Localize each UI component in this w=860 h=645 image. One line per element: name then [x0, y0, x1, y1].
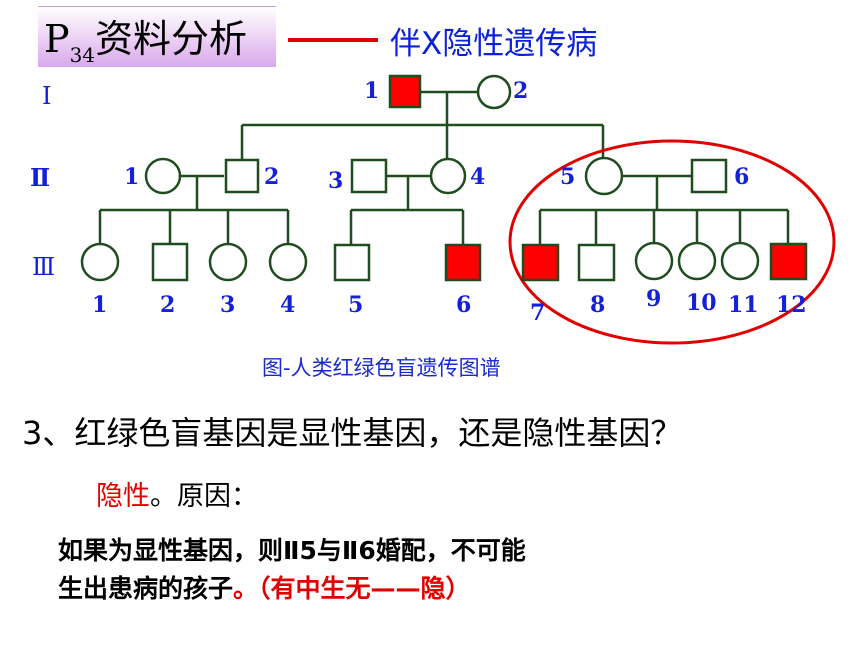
individual-ii6-male — [690, 158, 728, 194]
label-ii6: 6 — [734, 164, 749, 190]
individual-iii1-female — [80, 242, 120, 282]
reason-line-2: 生出患病的孩子。（有中生无——隐） — [58, 570, 526, 608]
label-iii12: 12 — [776, 292, 807, 318]
page-title: P34资料分析 — [44, 16, 248, 67]
generation-label-iii: Ⅲ — [32, 253, 55, 281]
disease-type-subtitle: 伴X隐性遗传病 — [390, 26, 598, 62]
label-iii4: 4 — [280, 292, 295, 318]
label-iii6: 6 — [456, 292, 471, 318]
label-i2: 2 — [513, 78, 528, 104]
individual-iii2-male — [151, 242, 189, 282]
individual-iii7-affected-male — [521, 243, 560, 282]
individual-ii1-female — [144, 157, 182, 195]
label-ii5: 5 — [560, 164, 575, 190]
generation-label-i: Ⅰ — [42, 82, 51, 110]
individual-iii9-female — [634, 241, 674, 281]
individual-iii8-male — [577, 243, 616, 282]
label-ii2: 2 — [264, 164, 279, 190]
individual-ii4-female — [429, 157, 467, 195]
label-ii3: 3 — [328, 168, 343, 194]
reason-line-2-black: 生出患病的孩子 — [58, 574, 234, 603]
individual-iii5-male — [333, 243, 371, 282]
title-connector-line — [288, 38, 378, 42]
label-iii1: 1 — [92, 292, 107, 318]
individual-i2-female — [476, 74, 512, 110]
individual-iii10-female — [677, 241, 717, 281]
label-ii1: 1 — [124, 164, 139, 190]
answer-line: 隐性。原因： — [96, 474, 258, 513]
label-i1: 1 — [364, 78, 379, 104]
individual-iii6-affected-male — [444, 243, 482, 282]
individual-iii4-female — [268, 242, 308, 282]
title-box: P34资料分析 — [38, 6, 276, 67]
reason-line-1: 如果为显性基因，则Ⅱ5与Ⅱ6婚配，不可能 — [58, 536, 526, 565]
generation-label-ii: Ⅱ — [30, 163, 50, 192]
question-text: 3、红绿色盲基因是显性基因，还是隐性基因？ — [22, 414, 683, 452]
label-iii11: 11 — [728, 292, 759, 318]
answer-rest: 。原因： — [150, 481, 258, 512]
individual-ii3-male — [350, 158, 388, 194]
label-iii3: 3 — [220, 292, 235, 318]
reason-line-2-red: 。（有中生无——隐） — [233, 574, 471, 603]
label-iii10: 10 — [686, 290, 717, 316]
individual-iii11-female — [720, 241, 760, 281]
individual-ii5-female — [584, 156, 624, 196]
pedigree-caption: 图-人类红绿色盲遗传图谱 — [262, 356, 501, 380]
highlight-ellipse — [508, 139, 836, 345]
label-iii5: 5 — [348, 292, 363, 318]
reason-block: 如果为显性基因，则Ⅱ5与Ⅱ6婚配，不可能 生出患病的孩子。（有中生无——隐） — [58, 532, 526, 608]
answer-highlight: 隐性 — [96, 481, 150, 512]
pedigree-lines — [98, 90, 790, 244]
individual-iii3-female — [208, 242, 248, 282]
individual-iii12-affected-male — [769, 242, 808, 281]
pedigree-chart: Ⅰ Ⅱ Ⅲ 1 2 1 2 3 4 5 6 1 2 3 4 5 6 7 8 9 … — [30, 74, 836, 345]
label-ii4: 4 — [470, 164, 485, 190]
individual-ii2-male — [224, 158, 260, 194]
label-iii2: 2 — [160, 292, 175, 318]
label-iii9: 9 — [646, 286, 661, 312]
label-iii7: 7 — [530, 300, 545, 326]
label-iii8: 8 — [590, 292, 605, 318]
individual-i1-affected-male — [388, 74, 422, 109]
